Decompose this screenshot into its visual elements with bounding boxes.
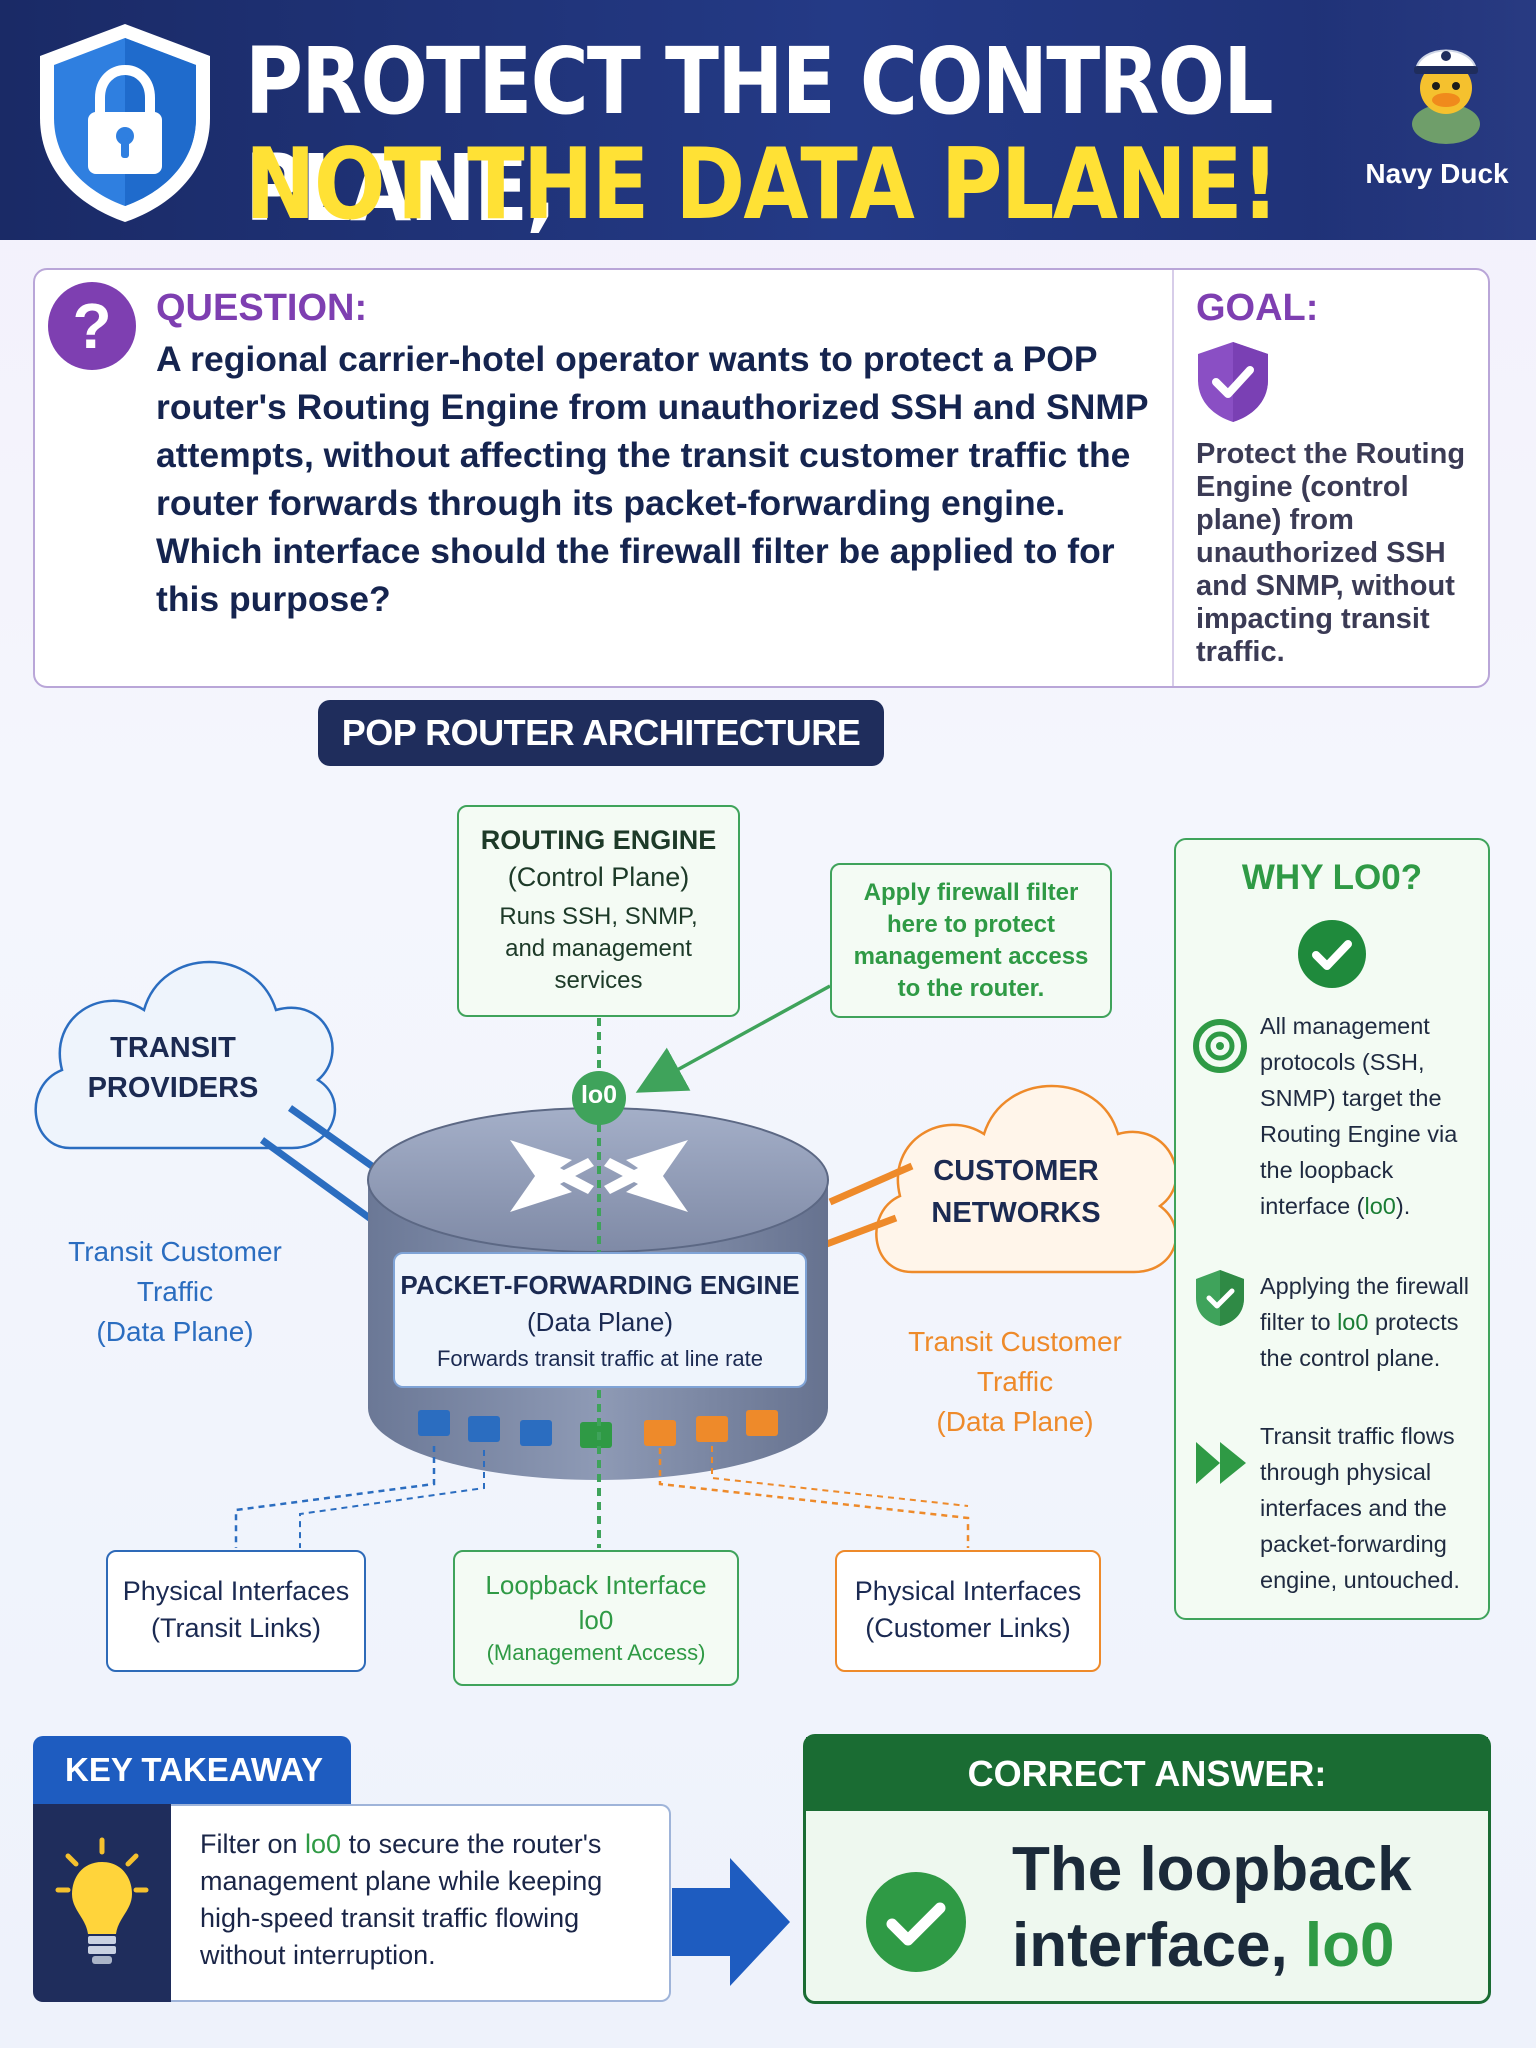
target-icon [1193, 1019, 1247, 1073]
why-item-transit-untouched: Transit traffic flows through physical i… [1260, 1423, 1460, 1593]
navy-duck-mascot-icon [1412, 49, 1480, 144]
customer-link-1 [828, 1162, 914, 1206]
pfe-desc: Forwards transit traffic at line rate [436, 1346, 764, 1371]
correct-answer-text: The loopback interface, lo0 [1012, 1832, 1482, 1984]
transit-providers-line1: TRANSIT [110, 1032, 236, 1064]
transit-interfaces-line1: Physical Interfaces [122, 1576, 350, 1606]
filter-callout-text: Apply firewall filter here to protect ma… [853, 879, 1089, 1002]
pfe-title: PACKET-FORWARDING ENGINE [400, 1270, 800, 1300]
customer-iface-connector [711, 1446, 969, 1507]
fast-forward-icon [1196, 1442, 1246, 1484]
customer-traffic-line2: Traffic [976, 1366, 1054, 1397]
goal-heading: GOAL: [1196, 287, 1319, 329]
lo0-marker [572, 1071, 626, 1125]
customer-networks-cloud [875, 1084, 1178, 1274]
customer-port-icon [746, 1410, 778, 1436]
routing-engine-desc: Runs SSH, SNMP, and management services [499, 903, 698, 994]
key-takeaway-heading: KEY TAKEAWAY [33, 1736, 351, 1804]
transit-port-icon [520, 1420, 552, 1446]
answer-text-highlight: lo0 [1304, 1911, 1395, 1980]
goal-text: Protect the Routing Engine (control plan… [1196, 438, 1466, 668]
transit-interfaces-box: Physical Interfaces (Transit Links) [106, 1550, 366, 1672]
transit-traffic-line3: (Data Plane) [96, 1316, 254, 1347]
loopback-interface-line1: Loopback Interface [485, 1570, 707, 1600]
customer-networks-label: CUSTOMER NETWORKS [896, 1150, 1136, 1234]
customer-iface-connector [658, 1448, 970, 1548]
transit-interfaces-line2: (Transit Links) [150, 1613, 322, 1643]
why-item-filter-lo0: Applying the firewall filter to lo0 prot… [1260, 1268, 1478, 1376]
customer-interfaces-box: Physical Interfaces (Customer Links) [835, 1550, 1101, 1672]
customer-networks-line1: CUSTOMER [933, 1155, 1099, 1187]
transit-link-1 [287, 1105, 389, 1179]
transit-iface-connector [234, 1446, 436, 1548]
pfe-subtitle: (Data Plane) [527, 1307, 673, 1337]
key-takeaway-text: Filter on lo0 to secure the router's man… [200, 1826, 660, 1974]
why-item2-highlight: lo0 [1337, 1309, 1369, 1335]
page-title-line1: PROTECT THE CONTROL PLANE, [245, 28, 1274, 242]
filter-callout: Apply firewall filter here to protect ma… [830, 863, 1112, 1018]
transit-providers-label: TRANSIT PROVIDERS [58, 1028, 288, 1108]
transit-traffic-label: Transit Customer Traffic (Data Plane) [50, 1232, 300, 1352]
loopback-interface-line3: (Management Access) [486, 1640, 706, 1665]
lightbulb-icon [55, 1837, 149, 1964]
loopback-interface-box: Loopback Interface lo0 (Management Acces… [453, 1550, 739, 1686]
why-check-icon [1298, 920, 1366, 988]
transit-providers-line2: PROVIDERS [87, 1072, 259, 1104]
filter-callout-arrow [635, 984, 831, 1093]
customer-networks-line2: NETWORKS [931, 1197, 1101, 1229]
transit-port-icon [468, 1416, 500, 1442]
why-item-management-protocols: All management protocols (SSH, SNMP) tar… [1260, 1008, 1478, 1224]
goal-shield-check-icon [1198, 342, 1268, 422]
customer-interfaces-line1: Physical Interfaces [854, 1576, 1082, 1606]
takeaway-to-answer-arrow [672, 1858, 790, 1986]
customer-traffic-line1: Transit Customer [908, 1326, 1122, 1357]
routing-engine-subtitle: (Control Plane) [507, 862, 690, 892]
customer-traffic-label: Transit Customer Traffic (Data Plane) [880, 1322, 1150, 1442]
shield-icon [1196, 1270, 1244, 1326]
customer-link-2 [814, 1214, 898, 1252]
loopback-interface-line2: lo0 [578, 1605, 614, 1635]
key-takeaway-body [171, 1804, 671, 2002]
mascot-name: Navy Duck [1365, 158, 1509, 189]
goal-divider [1172, 270, 1174, 686]
why-item2-tail: protects the control plane. [1260, 1309, 1459, 1371]
transit-providers-cloud [34, 960, 337, 1150]
transit-link-2 [259, 1137, 389, 1233]
architecture-banner: POP ROUTER ARCHITECTURE [318, 700, 884, 766]
correct-answer-heading: CORRECT ANSWER: [806, 1737, 1488, 1811]
why-lo0-heading: WHY LO0? [1241, 858, 1423, 897]
question-card [33, 268, 1490, 688]
question-heading: QUESTION: [156, 287, 368, 329]
switching-arrows-icon [510, 1140, 688, 1212]
takeaway-text-end: to secure the router's management plane … [200, 1829, 603, 1970]
question-mark-icon: ? [48, 282, 136, 370]
customer-traffic-line3: (Data Plane) [936, 1406, 1094, 1437]
why-item1-highlight: lo0 [1364, 1193, 1396, 1219]
takeaway-text-start: Filter on [200, 1829, 306, 1859]
answer-check-icon [866, 1872, 966, 1972]
why-item2-text: Applying the firewall filter to [1260, 1273, 1469, 1335]
customer-interfaces-line2: (Customer Links) [865, 1613, 1071, 1643]
lo0-marker-label: lo0 [580, 1081, 618, 1109]
shield-lock-icon [40, 24, 210, 222]
page-title-line2: NOT THE DATA PLANE! [245, 128, 1279, 242]
why-item1-text: All management protocols (SSH, SNMP) tar… [1260, 1013, 1458, 1219]
transit-traffic-line2: Traffic [136, 1276, 214, 1307]
question-text: A regional carrier-hotel operator wants … [156, 339, 1148, 619]
customer-port-icon [696, 1416, 728, 1442]
takeaway-text-highlight: lo0 [305, 1829, 342, 1859]
why-item1-tail: ). [1395, 1193, 1411, 1219]
transit-traffic-line1: Transit Customer [68, 1236, 282, 1267]
routing-engine-title: ROUTING ENGINE [480, 825, 717, 855]
packet-forwarding-engine-box: PACKET-FORWARDING ENGINE (Data Plane) Fo… [393, 1252, 807, 1388]
routing-engine-box: ROUTING ENGINE (Control Plane) Runs SSH,… [457, 805, 740, 1017]
customer-port-icon [644, 1420, 676, 1446]
loopback-port-icon [580, 1422, 612, 1448]
transit-port-icon [418, 1410, 450, 1436]
answer-text-start: The loopback interface, [1012, 1835, 1412, 1980]
